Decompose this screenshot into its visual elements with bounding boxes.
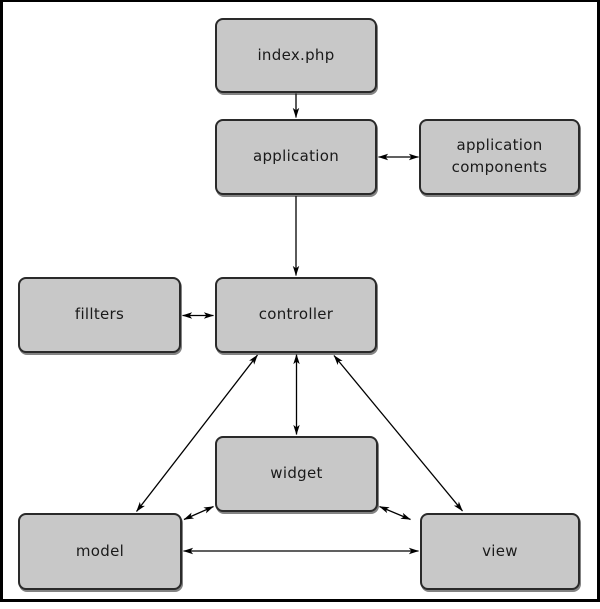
edge-widget-view [379,505,411,521]
node-application: application [215,119,377,195]
node-model-label: model [75,541,125,560]
edge-controller-model [135,354,259,512]
node-index-php-label: index.php [257,45,335,64]
node-view-label: view [482,541,518,560]
node-fillters: fillters [18,277,181,353]
node-index-php: index.php [215,18,377,93]
node-widget: widget [215,436,378,512]
node-view: view [420,513,580,590]
node-model: model [18,513,182,590]
node-application-label: application [252,147,340,166]
edge-widget-model [183,505,214,521]
node-controller: controller [215,277,377,353]
node-application-components: application components [419,119,580,195]
node-application-components-label: application components [451,136,548,176]
node-widget-label: widget [270,464,323,483]
node-controller-label: controller [258,305,334,324]
node-fillters-label: fillters [74,305,125,324]
edge-controller-view [333,355,464,512]
